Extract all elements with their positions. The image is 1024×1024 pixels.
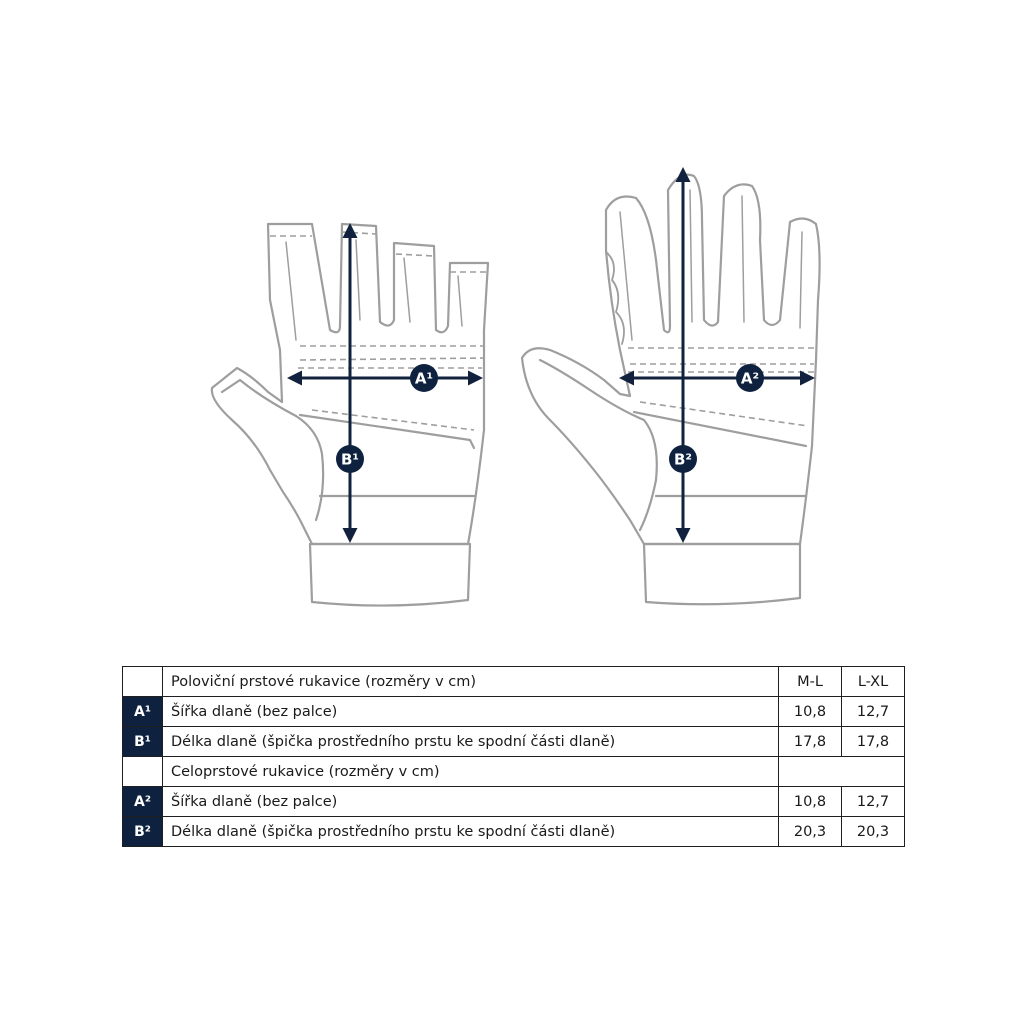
row-code-badge: A² <box>122 786 163 817</box>
table-header-row: Poloviční prstové rukavice (rozměry v cm… <box>122 666 905 697</box>
glove-diagram: A¹ B¹ A² B² <box>210 167 821 607</box>
table-row: A² Šířka dlaně (bez palce) 10,8 12,7 <box>122 786 905 817</box>
svg-text:B¹: B¹ <box>341 451 359 469</box>
row-label: Šířka dlaně (bez palce) <box>162 786 779 817</box>
marker-a2: A² <box>736 364 764 392</box>
row-value-l-xl: 12,7 <box>841 786 905 817</box>
column-header-m-l: M-L <box>778 666 842 697</box>
table-row: B¹ Délka dlaně (špička prostředního prst… <box>122 726 905 757</box>
marker-a1: A¹ <box>410 364 438 392</box>
table-section-row: Celoprstové rukavice (rozměry v cm) <box>122 756 905 787</box>
marker-b2: B² <box>669 445 697 473</box>
section-blank-values <box>778 756 905 787</box>
row-code-badge: B² <box>122 816 163 847</box>
table-row: B² Délka dlaně (špička prostředního prst… <box>122 816 905 847</box>
row-value-l-xl: 20,3 <box>841 816 905 847</box>
row-label: Délka dlaně (špička prostředního prstu k… <box>162 726 779 757</box>
row-value-m-l: 17,8 <box>778 726 842 757</box>
column-header-l-xl: L-XL <box>841 666 905 697</box>
row-value-m-l: 20,3 <box>778 816 842 847</box>
row-code-badge: A¹ <box>122 696 163 727</box>
svg-text:B²: B² <box>674 451 692 469</box>
row-code-badge: B¹ <box>122 726 163 757</box>
row-value-l-xl: 17,8 <box>841 726 905 757</box>
row-label: Délka dlaně (špička prostředního prstu k… <box>162 816 779 847</box>
size-table: Poloviční prstové rukavice (rozměry v cm… <box>122 666 905 847</box>
marker-b1: B¹ <box>336 445 364 473</box>
section-title-fingerless: Poloviční prstové rukavice (rozměry v cm… <box>162 666 779 697</box>
table-corner-cell <box>122 666 163 697</box>
section-blank-cell <box>122 756 163 787</box>
svg-text:A²: A² <box>741 370 759 388</box>
row-value-m-l: 10,8 <box>778 696 842 727</box>
row-label: Šířka dlaně (bez palce) <box>162 696 779 727</box>
svg-text:A¹: A¹ <box>415 370 433 388</box>
full-finger-glove-icon <box>520 173 821 606</box>
row-value-l-xl: 12,7 <box>841 696 905 727</box>
table-row: A¹ Šířka dlaně (bez palce) 10,8 12,7 <box>122 696 905 727</box>
row-value-m-l: 10,8 <box>778 786 842 817</box>
section-title-full-finger: Celoprstové rukavice (rozměry v cm) <box>162 756 779 787</box>
